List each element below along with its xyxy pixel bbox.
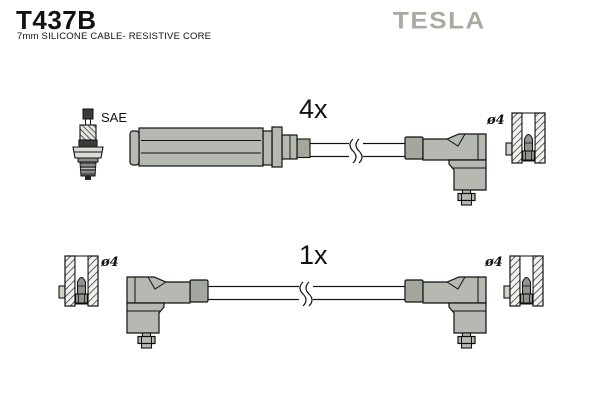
terminal-cross-section-icon — [503, 255, 544, 307]
sae-standard-label: SAE — [101, 110, 128, 125]
cable-2 — [205, 281, 407, 307]
angled-boot-icon — [404, 133, 487, 206]
diameter-label: ø4 — [485, 255, 503, 270]
terminal-cross-section-icon — [505, 112, 546, 164]
cable-1 — [305, 138, 407, 164]
quantity-label-4x: 4x — [299, 94, 328, 124]
cable-break-gap — [349, 141, 363, 159]
terminal-cross-section-icon — [58, 255, 99, 307]
diameter-label: ø4 — [101, 255, 119, 270]
cable-break-icon — [299, 281, 307, 307]
cable-break-icon — [349, 138, 357, 164]
spark-plug-icon — [72, 108, 104, 180]
diameter-label: ø4 — [487, 113, 505, 128]
angled-boot-icon — [404, 276, 487, 349]
tesla-logo: TESLA — [393, 6, 486, 35]
quantity-label-1x: 1x — [299, 240, 328, 270]
angled-boot-icon — [126, 276, 209, 349]
cable-break-gap — [299, 284, 313, 302]
cable-spec-subtitle: 7mm SILICONE CABLE- RESISTIVE CORE — [17, 31, 212, 42]
part-number: T437B — [16, 5, 97, 35]
straight-boot-icon — [129, 126, 311, 168]
